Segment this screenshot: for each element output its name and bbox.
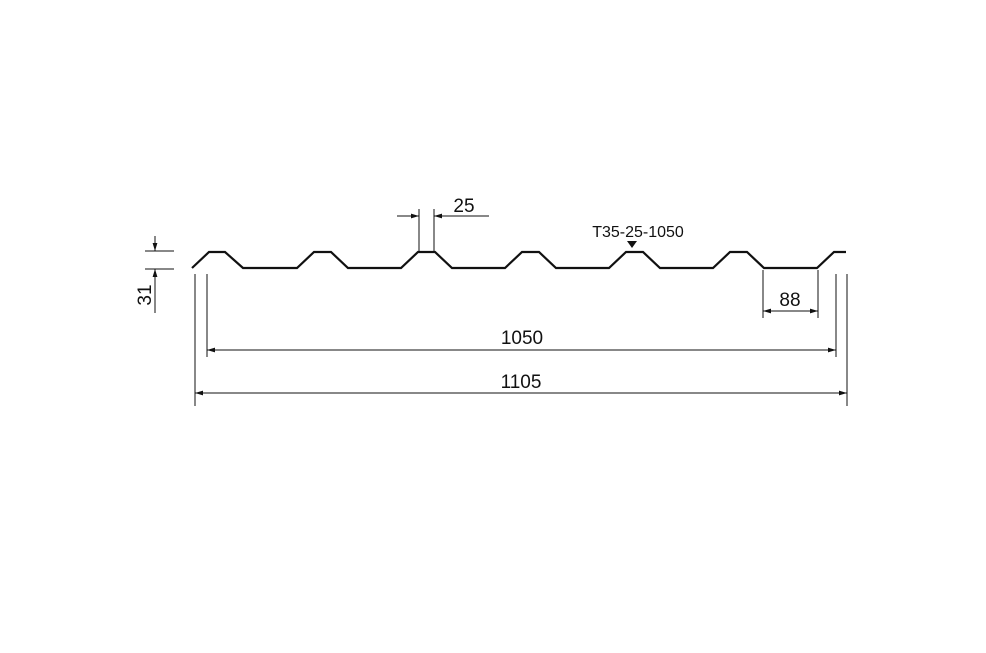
useful-width-label: 1050 xyxy=(501,328,543,349)
total-width-label: 1105 xyxy=(501,372,542,393)
valley-width-dimension xyxy=(762,270,819,318)
model-label: T35-25-1050 xyxy=(592,224,684,241)
valley-width-label: 88 xyxy=(779,290,800,311)
rib-width-label: 25 xyxy=(453,196,474,217)
rib-width-dimension xyxy=(397,209,489,252)
useful-width-dimension xyxy=(206,274,837,357)
total-width-dimension xyxy=(194,274,848,406)
sheet-profile xyxy=(191,250,846,270)
height-dimension xyxy=(145,236,174,313)
model-pointer-icon xyxy=(627,241,637,248)
height-label: 31 xyxy=(135,284,156,305)
